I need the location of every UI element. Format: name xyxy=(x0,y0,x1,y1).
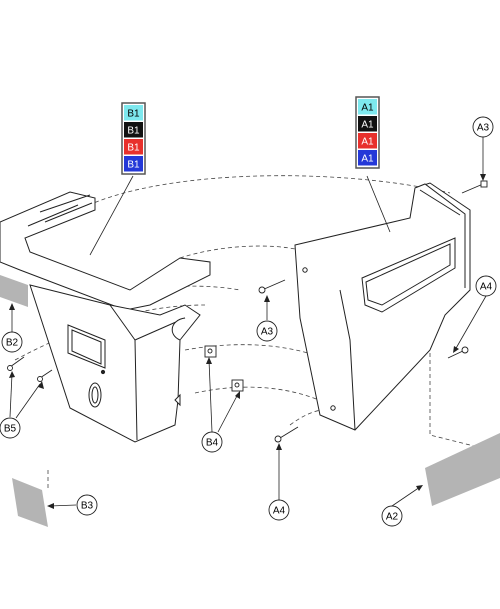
legend-b1-chip-label: B1 xyxy=(127,125,140,136)
callout-circle xyxy=(76,494,98,516)
legend-a1-frame xyxy=(355,96,380,169)
screw-a4-bottom xyxy=(274,426,299,443)
callout-label: A4 xyxy=(273,506,286,517)
callout-circle xyxy=(256,320,278,342)
legend-b1-chip-label: B1 xyxy=(127,108,140,119)
screw-b5-b xyxy=(37,369,53,382)
callout-a4-bottom: A4 xyxy=(268,499,290,521)
leader-lines xyxy=(9,137,487,507)
right-shroud-a1 xyxy=(294,182,471,431)
callout-circle xyxy=(201,431,223,453)
callout-circle xyxy=(475,275,497,297)
callout-label: B5 xyxy=(4,424,17,435)
callout-a3-mid: A3 xyxy=(256,320,278,342)
screw-b5-a xyxy=(7,356,25,371)
callout-circle xyxy=(268,499,290,521)
callout-a3-top: A3 xyxy=(472,116,494,138)
side-panel-b3 xyxy=(12,478,48,527)
legend-b1-frame xyxy=(121,102,146,175)
legend-b1-chip-black xyxy=(124,122,143,138)
callout-label: A4 xyxy=(480,282,493,293)
callout-b5: B5 xyxy=(0,417,21,439)
legend-b1-chip-red xyxy=(124,139,143,155)
left-shroud-b1 xyxy=(0,191,211,443)
callout-circle xyxy=(0,417,21,439)
leader-arrowheads xyxy=(9,174,486,509)
callout-circle xyxy=(381,505,403,527)
legend-b1-chip-label: B1 xyxy=(127,159,140,170)
legend-a1-chip-label: A1 xyxy=(361,102,374,113)
side-panel-a2 xyxy=(425,433,500,506)
callout-label: B4 xyxy=(206,438,219,449)
hardware xyxy=(7,180,488,443)
callout-b3: B3 xyxy=(76,494,98,516)
legend-b1-chip-label: B1 xyxy=(127,142,140,153)
screw-a3-mid xyxy=(258,279,286,294)
callout-circle xyxy=(472,116,494,138)
legend-a1-chip-label: A1 xyxy=(361,153,374,164)
callout-label: B2 xyxy=(6,338,19,349)
legend-a1-chip-cyan xyxy=(358,99,377,115)
screw-a4-right xyxy=(447,346,469,359)
legend-a1-chip-blue xyxy=(358,150,377,166)
legend-b1-chip-cyan xyxy=(124,105,143,121)
legend-a1-chip-black xyxy=(358,116,377,132)
legend-a1-chip-label: A1 xyxy=(361,136,374,147)
side-panel-left-edge xyxy=(0,275,28,307)
callout-label: A3 xyxy=(261,327,274,338)
callout-label: A3 xyxy=(477,123,490,134)
callout-label: A2 xyxy=(386,512,399,523)
callout-a4-right: A4 xyxy=(475,275,497,297)
clip-b4-lower xyxy=(231,379,244,392)
callout-b4: B4 xyxy=(201,431,223,453)
legend-a1-chip-red xyxy=(358,133,377,149)
legend-a1-chip-label: A1 xyxy=(361,119,374,130)
screw-a3-top xyxy=(461,180,488,194)
callout-b2: B2 xyxy=(1,331,23,353)
callout-circle xyxy=(1,331,23,353)
legend-b1-chip-blue xyxy=(124,156,143,172)
clip-b4-upper xyxy=(204,345,217,358)
callout-label: B3 xyxy=(81,501,94,512)
callout-a2: A2 xyxy=(381,505,403,527)
